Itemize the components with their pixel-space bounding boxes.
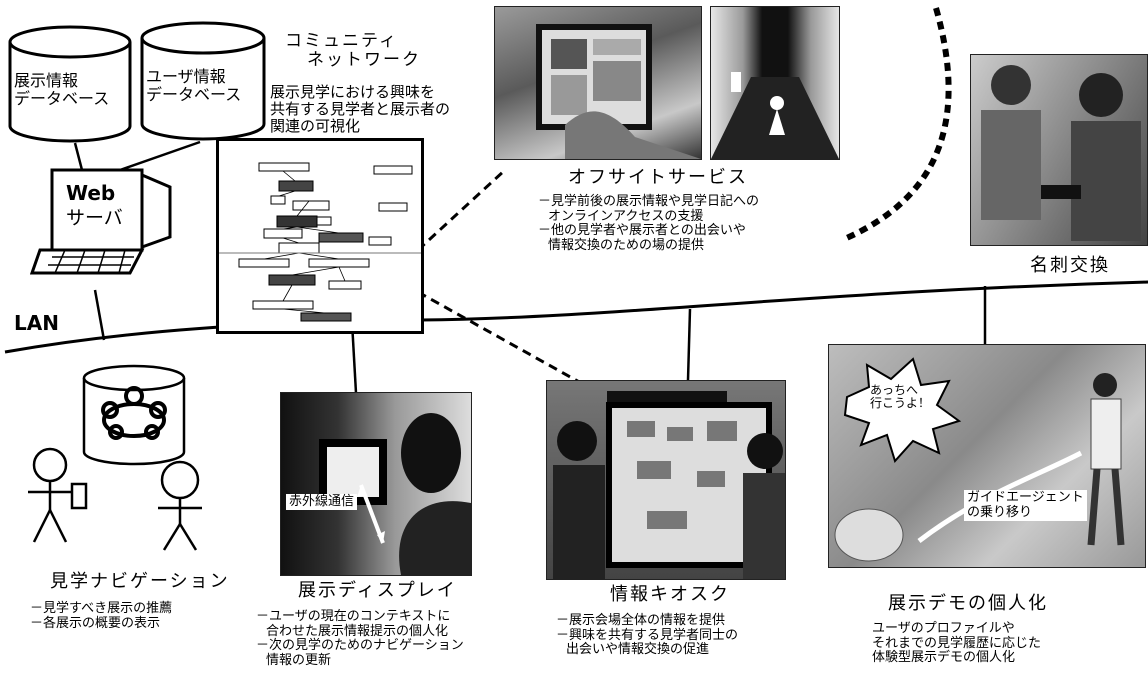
community-network-graph <box>216 138 424 334</box>
guide-agent-label: ガイドエージェント の乗り移り <box>964 490 1087 522</box>
computer-icon <box>30 168 172 275</box>
navigation-figure <box>28 364 202 551</box>
demo-description: ユーザのプロファイルや それまでの見学履歴に応じた 体験型展示デモの個人化 <box>872 621 1042 666</box>
user-database-label: ユーザ情報データベース <box>146 67 242 104</box>
exhibit-display-photo <box>280 392 472 576</box>
community-title: コミュニティ ネットワーク <box>285 31 421 71</box>
infrared-label: 赤外線通信 <box>286 494 358 511</box>
display-title: 展示ディスプレイ <box>298 580 457 601</box>
offsite-title: オフサイトサービス <box>568 167 748 188</box>
card-exchange-photo <box>970 54 1148 246</box>
card-offsite-link <box>840 7 952 243</box>
offsite-description: －見学前後の展示情報や見学日記への オンラインアクセスの支援 －他の見学者や展示… <box>538 194 760 253</box>
user-database-icon <box>140 21 266 141</box>
database-links <box>73 140 201 172</box>
server-sublabel: サーバ <box>66 207 123 229</box>
demo-title: 展示デモの個人化 <box>888 593 1048 614</box>
speech-bubble-text: あっちへ 行こうよ！ <box>870 383 931 411</box>
exhibit-database-label: 展示情報データベース <box>14 71 110 108</box>
community-description: 展示見学における興味を 共有する見学者と展示者の 関連の可視化 <box>270 83 451 135</box>
display-description: －ユーザの現在のコンテキストに 合わせた展示情報提示の個人化 －次の見学のための… <box>256 609 464 668</box>
exhibit-database-icon <box>8 25 132 143</box>
kiosk-title: 情報キオスク <box>610 584 730 605</box>
offsite-photo-virtual-space <box>710 6 840 160</box>
demo-photo <box>828 344 1146 568</box>
community-kiosk-link <box>417 290 591 390</box>
kiosk-description: －展示会場全体の情報を提供 －興味を共有する見学者同士の 出会いや情報交換の促進 <box>556 613 739 658</box>
navigation-description: －見学すべき展示の推薦 －各展示の概要の表示 <box>30 601 173 631</box>
community-offsite-link <box>416 168 507 252</box>
kiosk-lan-link <box>686 308 692 381</box>
server-lan-link <box>93 289 106 341</box>
lan-label: LAN <box>14 311 59 335</box>
offsite-photo-monitor <box>494 6 702 160</box>
navigation-title: 見学ナビゲーション <box>50 571 230 592</box>
card-exchange-title: 名刺交換 <box>1030 255 1110 276</box>
server-label: Web <box>66 181 116 205</box>
lan-line <box>4 280 1148 354</box>
kiosk-photo <box>546 380 786 580</box>
